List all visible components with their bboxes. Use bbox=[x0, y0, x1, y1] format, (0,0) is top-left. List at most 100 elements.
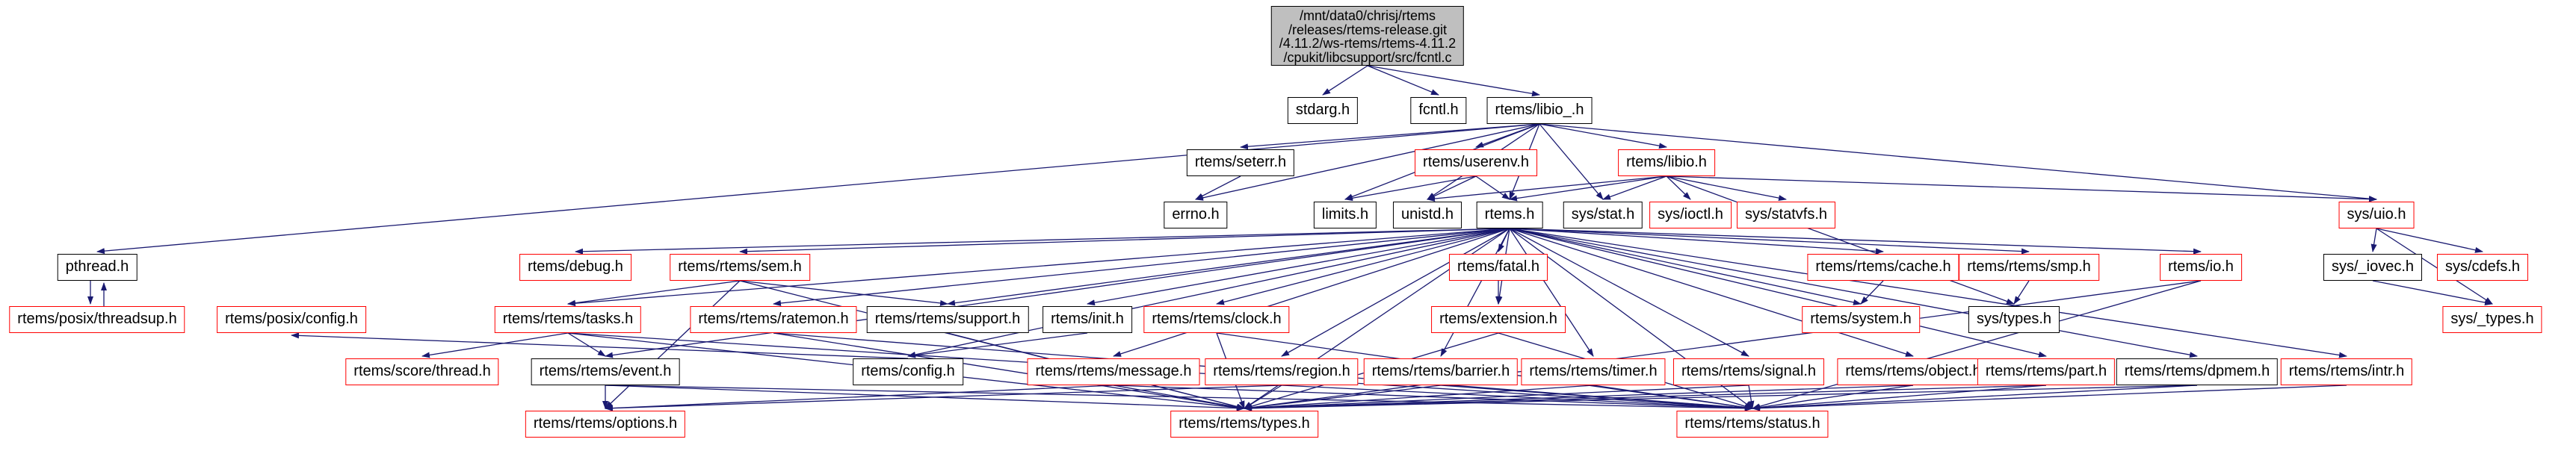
graph-node-posix_config_h[interactable]: rtems/posix/config.h bbox=[217, 306, 366, 333]
graph-node-message_h[interactable]: rtems/rtems/message.h bbox=[1027, 358, 1200, 385]
include-edge bbox=[1602, 175, 1667, 200]
graph-node-rtems_h[interactable]: rtems.h bbox=[1476, 202, 1543, 228]
include-edge bbox=[1748, 385, 1755, 409]
graph-node-status_h[interactable]: rtems/rtems/status.h bbox=[1676, 411, 1829, 438]
include-edge bbox=[773, 228, 1510, 306]
graph-node-sem_h[interactable]: rtems/rtems/sem.h bbox=[670, 254, 810, 281]
graph-node-options_h[interactable]: rtems/rtems/options.h bbox=[525, 411, 686, 438]
graph-node-barrier_h[interactable]: rtems/rtems/barrier.h bbox=[1363, 358, 1519, 385]
graph-node-support_h[interactable]: rtems/rtems/support.h bbox=[866, 306, 1029, 333]
graph-node-types_h[interactable]: rtems/rtems/types.h bbox=[1170, 411, 1318, 438]
include-edge bbox=[1367, 65, 1540, 97]
include-edge bbox=[1752, 385, 2047, 411]
include-edge bbox=[605, 280, 741, 409]
include-edge bbox=[1195, 175, 1241, 200]
graph-node-dpmem_h[interactable]: rtems/rtems/dpmem.h bbox=[2116, 358, 2279, 385]
graph-node-fatal_h[interactable]: rtems/fatal.h bbox=[1448, 254, 1548, 281]
graph-node-sys_cdefs_h[interactable]: sys/cdefs.h bbox=[2436, 254, 2529, 281]
include-edge bbox=[2370, 228, 2377, 252]
graph-node-sys_uio_h[interactable]: sys/uio.h bbox=[2338, 202, 2415, 228]
include-edge bbox=[1475, 123, 1540, 148]
graph-node-unistd_h[interactable]: unistd.h bbox=[1392, 202, 1462, 228]
include-edge bbox=[907, 228, 1510, 358]
include-edge bbox=[1281, 228, 1510, 357]
graph-node-sys_iovec_h[interactable]: sys/_iovec.h bbox=[2323, 254, 2423, 281]
graph-node-threadsup_h[interactable]: rtems/posix/threadsup.h bbox=[9, 306, 185, 333]
include-edge bbox=[2013, 280, 2030, 305]
include-edge bbox=[605, 228, 1510, 358]
include-edge bbox=[907, 332, 1088, 358]
include-edge bbox=[1344, 175, 1477, 202]
graph-node-event_h[interactable]: rtems/rtems/event.h bbox=[531, 358, 680, 385]
include-edge bbox=[1666, 175, 1787, 202]
graph-node-sys_ioctl_h[interactable]: sys/ioctl.h bbox=[1649, 202, 1732, 228]
graph-node-pthread_h[interactable]: pthread.h bbox=[57, 254, 138, 281]
include-edge bbox=[2372, 280, 2493, 306]
graph-node-cache_h[interactable]: rtems/rtems/cache.h bbox=[1807, 254, 1959, 281]
graph-node-sys_stat_h[interactable]: sys/stat.h bbox=[1563, 202, 1643, 228]
include-edge bbox=[1509, 228, 1884, 255]
graph-node-debug_h[interactable]: rtems/debug.h bbox=[519, 254, 631, 281]
graph-node-intr_h[interactable]: rtems/rtems/intr.h bbox=[2280, 358, 2413, 385]
graph-node-seterr_h[interactable]: rtems/seterr.h bbox=[1186, 149, 1295, 176]
graph-node-sys__types_h[interactable]: sys/_types.h bbox=[2442, 306, 2542, 333]
graph-node-region_h[interactable]: rtems/rtems/region.h bbox=[1205, 358, 1359, 385]
include-edge bbox=[1539, 123, 1667, 149]
include-edge bbox=[1509, 228, 2202, 255]
graph-node-smp_h[interactable]: rtems/rtems/smp.h bbox=[1959, 254, 2099, 281]
graph-node-init_h[interactable]: rtems/init.h bbox=[1043, 306, 1132, 333]
graph-node-sys_types_h[interactable]: sys/types.h bbox=[1968, 306, 2060, 333]
include-edge bbox=[1113, 385, 1753, 411]
include-edge bbox=[1752, 280, 2202, 410]
graph-node-fcntl_c: /mnt/data0/chrisj/rtems /releases/rtems-… bbox=[1270, 6, 1465, 66]
include-edge bbox=[1509, 228, 1914, 357]
include-edge bbox=[1244, 385, 2198, 411]
include-edge bbox=[1281, 385, 1753, 411]
include-edge bbox=[1244, 385, 1749, 411]
graph-node-ratemon_h[interactable]: rtems/rtems/ratemon.h bbox=[690, 306, 857, 333]
graph-node-stdarg_h[interactable]: stdarg.h bbox=[1287, 97, 1359, 124]
include-edge bbox=[1509, 228, 2047, 358]
graph-node-score_thread_h[interactable]: rtems/score/thread.h bbox=[345, 358, 499, 385]
include-edge bbox=[1113, 228, 1510, 357]
graph-node-limits_h[interactable]: limits.h bbox=[1313, 202, 1377, 228]
include-edge bbox=[1427, 175, 1477, 200]
include-edge bbox=[1244, 385, 1594, 411]
include-edge bbox=[1087, 228, 1510, 306]
include-edge bbox=[605, 385, 1245, 411]
include-edge bbox=[1440, 385, 1753, 411]
include-edge bbox=[1240, 123, 1540, 150]
include-edge bbox=[1244, 280, 2202, 411]
include-edge bbox=[567, 280, 741, 306]
include-edge bbox=[96, 123, 1540, 255]
include-edge bbox=[1666, 175, 2015, 305]
graph-node-part_h[interactable]: rtems/rtems/part.h bbox=[1977, 358, 2116, 385]
include-edge bbox=[1860, 280, 1884, 305]
include-edge bbox=[1752, 385, 2198, 411]
include-edge bbox=[1113, 385, 1245, 411]
graph-node-errno_h[interactable]: errno.h bbox=[1164, 202, 1228, 228]
graph-node-object_h[interactable]: rtems/rtems/object.h bbox=[1837, 358, 1989, 385]
graph-node-libio__h[interactable]: rtems/libio_.h bbox=[1486, 97, 1593, 124]
graph-node-extension_h[interactable]: rtems/extension.h bbox=[1431, 306, 1566, 333]
graph-node-clock_h[interactable]: rtems/rtems/clock.h bbox=[1143, 306, 1290, 333]
include-edge bbox=[421, 332, 569, 358]
include-edge bbox=[1427, 175, 1667, 202]
graph-node-tasks_h[interactable]: rtems/rtems/tasks.h bbox=[494, 306, 642, 333]
include-edge bbox=[1666, 175, 2377, 202]
include-edge bbox=[1498, 228, 1510, 252]
graph-node-fcntl_h[interactable]: fcntl.h bbox=[1410, 97, 1467, 124]
include-edge bbox=[1509, 228, 1594, 357]
include-edge bbox=[1666, 175, 1691, 200]
graph-node-io_h[interactable]: rtems/io.h bbox=[2160, 254, 2242, 281]
graph-node-userenv_h[interactable]: rtems/userenv.h bbox=[1415, 149, 1537, 176]
graph-node-libio_h[interactable]: rtems/libio.h bbox=[1618, 149, 1715, 176]
graph-node-config_h[interactable]: rtems/config.h bbox=[853, 358, 963, 385]
graph-node-system_h[interactable]: rtems/system.h bbox=[1802, 306, 1920, 333]
graph-node-sys_statvfs_h[interactable]: sys/statvfs.h bbox=[1736, 202, 1836, 228]
include-edge bbox=[739, 280, 1245, 410]
graph-node-timer_h[interactable]: rtems/rtems/timer.h bbox=[1521, 358, 1666, 385]
graph-node-signal_h[interactable]: rtems/rtems/signal.h bbox=[1672, 358, 1825, 385]
include-edge bbox=[947, 228, 1510, 306]
